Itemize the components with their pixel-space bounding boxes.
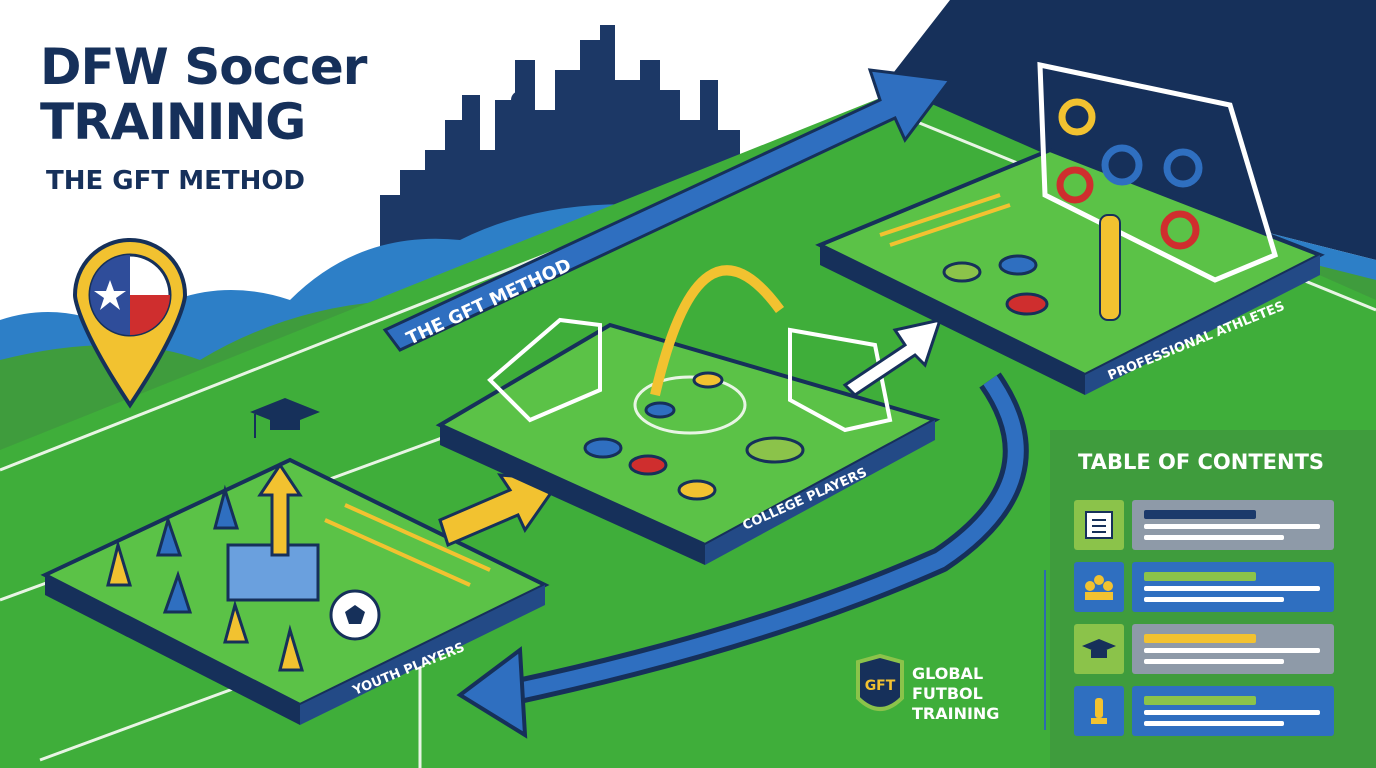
logo-monogram: GFT — [865, 678, 896, 694]
up-arrow-icon — [257, 462, 303, 557]
toc-item-text-bar — [1144, 535, 1284, 540]
toc-item-body — [1132, 624, 1334, 674]
toc-item-body — [1132, 562, 1334, 612]
toc-item-text-bar — [1144, 659, 1284, 664]
graduation-cap-icon — [250, 398, 320, 438]
agility-ladder-icon — [324, 503, 491, 587]
goal-icon — [1037, 61, 1279, 283]
title-line-1: DFW Soccer — [40, 38, 367, 96]
goal-icon — [487, 317, 893, 433]
page-title: DFW Soccer TRAINING THE GFT METHOD — [40, 38, 367, 196]
resistance-band-icon — [879, 193, 1011, 247]
return-arrow-head-icon — [456, 646, 528, 739]
toc-item-1[interactable] — [1074, 500, 1334, 550]
brand-line-2: FUTBOL — [912, 684, 983, 703]
checklist-icon — [1074, 500, 1124, 550]
target-ring-icon — [1056, 98, 1203, 250]
cone-icon — [106, 484, 305, 672]
toc-item-title-bar — [1144, 510, 1256, 519]
toc-item-title-bar — [1144, 634, 1256, 643]
gft-shield-logo: GFT — [856, 653, 904, 711]
yellow-progress-arrow — [438, 473, 563, 548]
brand-line-1: GLOBAL — [912, 664, 984, 683]
team-icon — [1074, 562, 1124, 612]
toc-item-title-bar — [1144, 696, 1256, 705]
mannequin-icon — [1099, 214, 1121, 321]
trophy-icon — [1074, 686, 1124, 736]
toc-item-text-bar — [1144, 597, 1284, 602]
toc-item-4[interactable] — [1074, 686, 1334, 736]
disc-marker-icon — [583, 371, 805, 501]
toc-item-2[interactable] — [1074, 562, 1334, 612]
training-box — [226, 543, 320, 602]
graduation-cap-icon — [1074, 624, 1124, 674]
toc-item-3[interactable] — [1074, 624, 1334, 674]
toc-item-body — [1132, 686, 1334, 736]
location-pin-icon — [72, 238, 188, 409]
toc-item-text-bar — [1144, 586, 1320, 591]
title-subtitle: THE GFT METHOD — [46, 166, 306, 196]
curved-pass-arrow-icon — [650, 265, 785, 397]
toc-item-text-bar — [1144, 524, 1320, 529]
toc-divider — [1044, 570, 1046, 730]
white-progress-arrow — [842, 317, 943, 397]
toc-item-body — [1132, 500, 1334, 550]
toc-item-text-bar — [1144, 710, 1320, 715]
professional-athletes-platform: PROFESSIONAL ATHLETES — [815, 61, 1325, 395]
toc-item-text-bar — [1144, 648, 1320, 653]
table-of-contents-heading: TABLE OF CONTENTS — [1078, 450, 1325, 474]
soccer-ball-icon — [329, 589, 381, 641]
toc-item-text-bar — [1144, 721, 1284, 726]
brand-line-3: TRAINING — [912, 704, 1000, 723]
toc-item-title-bar — [1144, 572, 1256, 581]
college-players-platform: COLLEGE PLAYERS — [435, 265, 941, 565]
brand-wordmark: GLOBAL FUTBOL TRAINING — [912, 664, 999, 724]
title-line-2: TRAINING — [40, 93, 306, 151]
disc-marker-icon — [942, 254, 1049, 316]
